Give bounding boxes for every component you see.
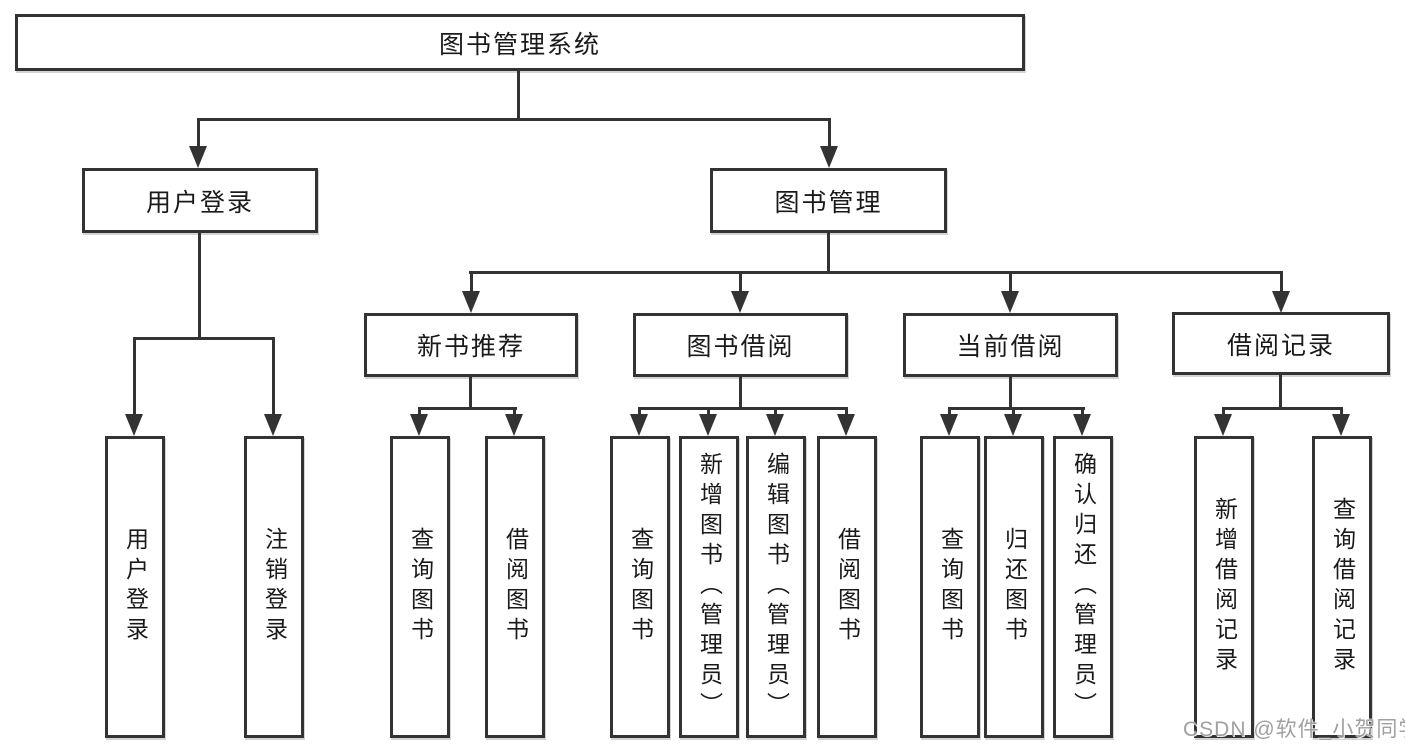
arrow-down-icon [837, 414, 855, 436]
connector-line [948, 407, 951, 414]
connector-line [198, 233, 201, 340]
connector-line [513, 407, 516, 414]
node-user-login: 用户登录 [82, 168, 318, 233]
connector-line [1012, 407, 1015, 414]
node-label: 借阅图书 [834, 527, 861, 647]
leaf-borrow-books: 借阅图书 [817, 436, 877, 738]
connector-line [418, 407, 421, 414]
connector-line [517, 71, 520, 120]
leaf-logout: 注销登录 [244, 436, 304, 738]
connector-line [418, 407, 517, 410]
node-label: 新增借阅记录 [1211, 497, 1238, 677]
leaf-edit-books-admin: 编辑图书（管理员） [746, 436, 806, 738]
arrow-down-icon [630, 414, 648, 436]
arrow-down-icon [766, 414, 784, 436]
node-label: 借阅图书 [502, 527, 529, 647]
arrow-down-icon [1272, 291, 1290, 313]
node-label: 图书借阅 [686, 333, 795, 361]
connector-line [470, 271, 473, 291]
arrow-down-icon [940, 414, 958, 436]
leaf-query-books: 查询图书 [390, 436, 450, 738]
leaf-add-borrow-record: 新增借阅记录 [1194, 436, 1254, 738]
connector-line [133, 337, 275, 340]
arrow-down-icon [699, 414, 717, 436]
arrow-down-icon [1004, 414, 1022, 436]
leaf-user-login: 用户登录 [105, 436, 165, 738]
node-new-book-recommendation: 新书推荐 [364, 313, 578, 377]
connector-line [197, 118, 200, 146]
node-library-management-system: 图书管理系统 [15, 14, 1025, 71]
node-label: 用户登录 [145, 188, 254, 217]
connector-line [272, 337, 275, 414]
arrow-down-icon [462, 291, 480, 313]
arrow-down-icon [264, 414, 282, 436]
node-label: 注销登录 [261, 527, 288, 647]
leaf-return-books: 归还图书 [984, 436, 1044, 738]
connector-line [774, 407, 777, 414]
connector-line [1009, 377, 1012, 410]
connector-line [739, 271, 742, 291]
arrow-down-icon [189, 146, 207, 168]
connector-line [1280, 271, 1283, 291]
node-label: 图书管理 [774, 188, 883, 217]
leaf-add-books-admin: 新增图书（管理员） [679, 436, 739, 738]
connector-line [469, 377, 472, 410]
connector-line [638, 407, 641, 414]
node-label: 确认归还（管理员） [1070, 452, 1097, 722]
connector-line [1222, 407, 1343, 410]
connector-line [1340, 407, 1343, 414]
node-label: 查询图书 [937, 527, 964, 647]
arrow-down-icon [125, 414, 143, 436]
connector-line [1279, 375, 1282, 410]
arrow-down-icon [1073, 414, 1091, 436]
node-label: 用户登录 [122, 527, 149, 647]
connector-line [197, 118, 831, 121]
node-label: 查询借阅记录 [1329, 497, 1356, 677]
leaf-query-borrow-record: 查询借阅记录 [1312, 436, 1372, 738]
node-label: 新增图书（管理员） [696, 452, 723, 722]
connector-line [469, 271, 1283, 274]
node-label: 查询图书 [627, 527, 654, 647]
node-book-management: 图书管理 [710, 168, 947, 233]
connector-line [1009, 271, 1012, 291]
arrow-down-icon [410, 414, 428, 436]
connector-line [638, 407, 848, 410]
arrow-down-icon [1332, 414, 1350, 436]
connector-line [827, 233, 830, 274]
node-current-borrowing: 当前借阅 [903, 313, 1118, 377]
connector-line [948, 407, 1085, 410]
connector-line [1222, 407, 1225, 414]
leaf-borrow-books: 借阅图书 [485, 436, 545, 738]
leaf-query-books: 查询图书 [610, 436, 670, 738]
leaf-query-books: 查询图书 [920, 436, 980, 738]
arrow-down-icon [1001, 291, 1019, 313]
arrow-down-icon [1214, 414, 1232, 436]
node-label: 当前借阅 [956, 333, 1065, 361]
node-label: 新书推荐 [416, 333, 525, 361]
node-label: 借阅记录 [1226, 331, 1335, 360]
node-label: 查询图书 [407, 527, 434, 647]
connector-line [133, 337, 136, 414]
connector-line [707, 407, 710, 414]
leaf-confirm-return-admin: 确认归还（管理员） [1053, 436, 1113, 738]
connector-line [1081, 407, 1084, 414]
connector-line [845, 407, 848, 414]
connector-line [739, 377, 742, 410]
connector-line [828, 118, 831, 146]
node-book-borrowing: 图书借阅 [633, 313, 848, 377]
node-label: 图书管理系统 [438, 30, 601, 59]
arrow-down-icon [731, 291, 749, 313]
node-borrowing-records: 借阅记录 [1172, 312, 1390, 375]
csdn-watermark: CSDN @软件_小贺同学 [1183, 718, 1405, 741]
arrow-down-icon [820, 146, 838, 168]
arrow-down-icon [505, 414, 523, 436]
node-label: 归还图书 [1001, 527, 1028, 647]
node-label: 编辑图书（管理员） [763, 452, 790, 722]
